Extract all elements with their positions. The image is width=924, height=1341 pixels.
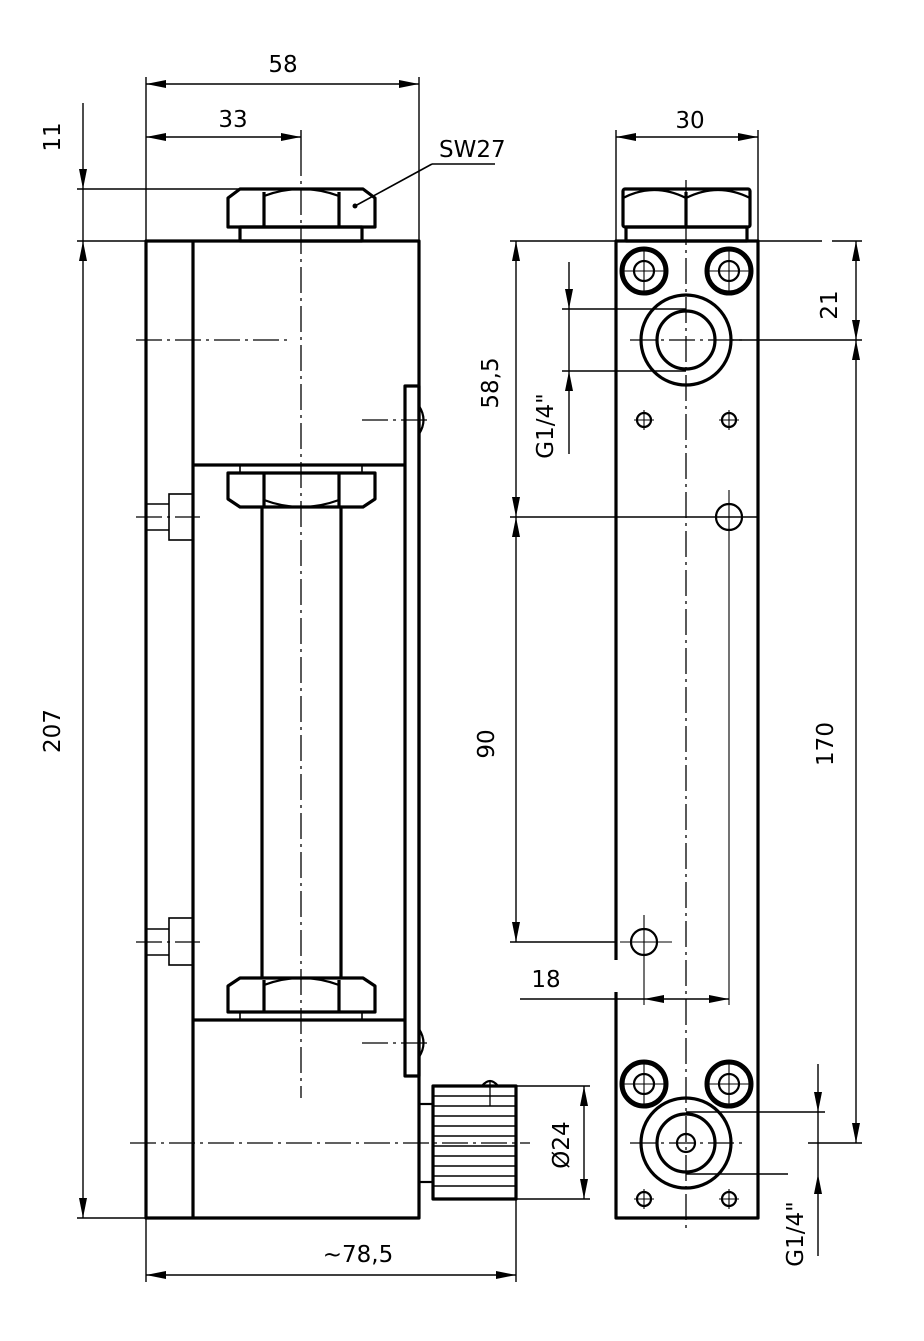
- small-hole-left: [634, 410, 654, 430]
- front-side-plate: [403, 384, 421, 1078]
- side-view: [614, 180, 760, 1228]
- dim-wrench-size: SW27: [439, 137, 506, 163]
- front-dimensions: 58 33 SW27 11 207 ~78,5 Ø24: [40, 52, 590, 1282]
- screw-bottom-left: [619, 1059, 669, 1109]
- bottom-hole-right: [719, 1189, 739, 1209]
- dim-body-height: 207: [40, 709, 66, 753]
- side-housing: [614, 239, 760, 1220]
- small-hole-right: [719, 410, 739, 430]
- dim-top-port-offset: 21: [817, 290, 843, 319]
- dim-knob-diameter: Ø24: [549, 1121, 575, 1168]
- dim-thread-bottom: G1/4": [783, 1201, 809, 1266]
- sw27-leader: [354, 163, 433, 207]
- dim-width-total: 58: [268, 52, 297, 78]
- dim-thread-top: G1/4": [533, 393, 559, 458]
- screw-top-left: [619, 246, 669, 296]
- screw-bottom-right: [704, 1059, 754, 1109]
- dim-side-width: 30: [675, 108, 704, 134]
- dim-port-to-hole: 58,5: [478, 357, 504, 408]
- front-housing: [144, 239, 421, 1220]
- valve-knob: [417, 1079, 518, 1201]
- front-view: [130, 150, 530, 1220]
- bottom-hole-left: [634, 1189, 654, 1209]
- dim-overall-depth: ~78,5: [323, 1242, 393, 1268]
- dim-nut-height: 11: [40, 122, 66, 151]
- screw-top-right: [704, 246, 754, 296]
- dim-hole-spacing: 90: [474, 729, 500, 758]
- dim-port-pitch: 170: [813, 722, 839, 766]
- dim-hole-offset: 18: [531, 967, 560, 993]
- dim-width-upper: 33: [218, 107, 247, 133]
- side-dimensions: 30 21 170 58,5 G1/4" 90 18: [474, 108, 862, 1267]
